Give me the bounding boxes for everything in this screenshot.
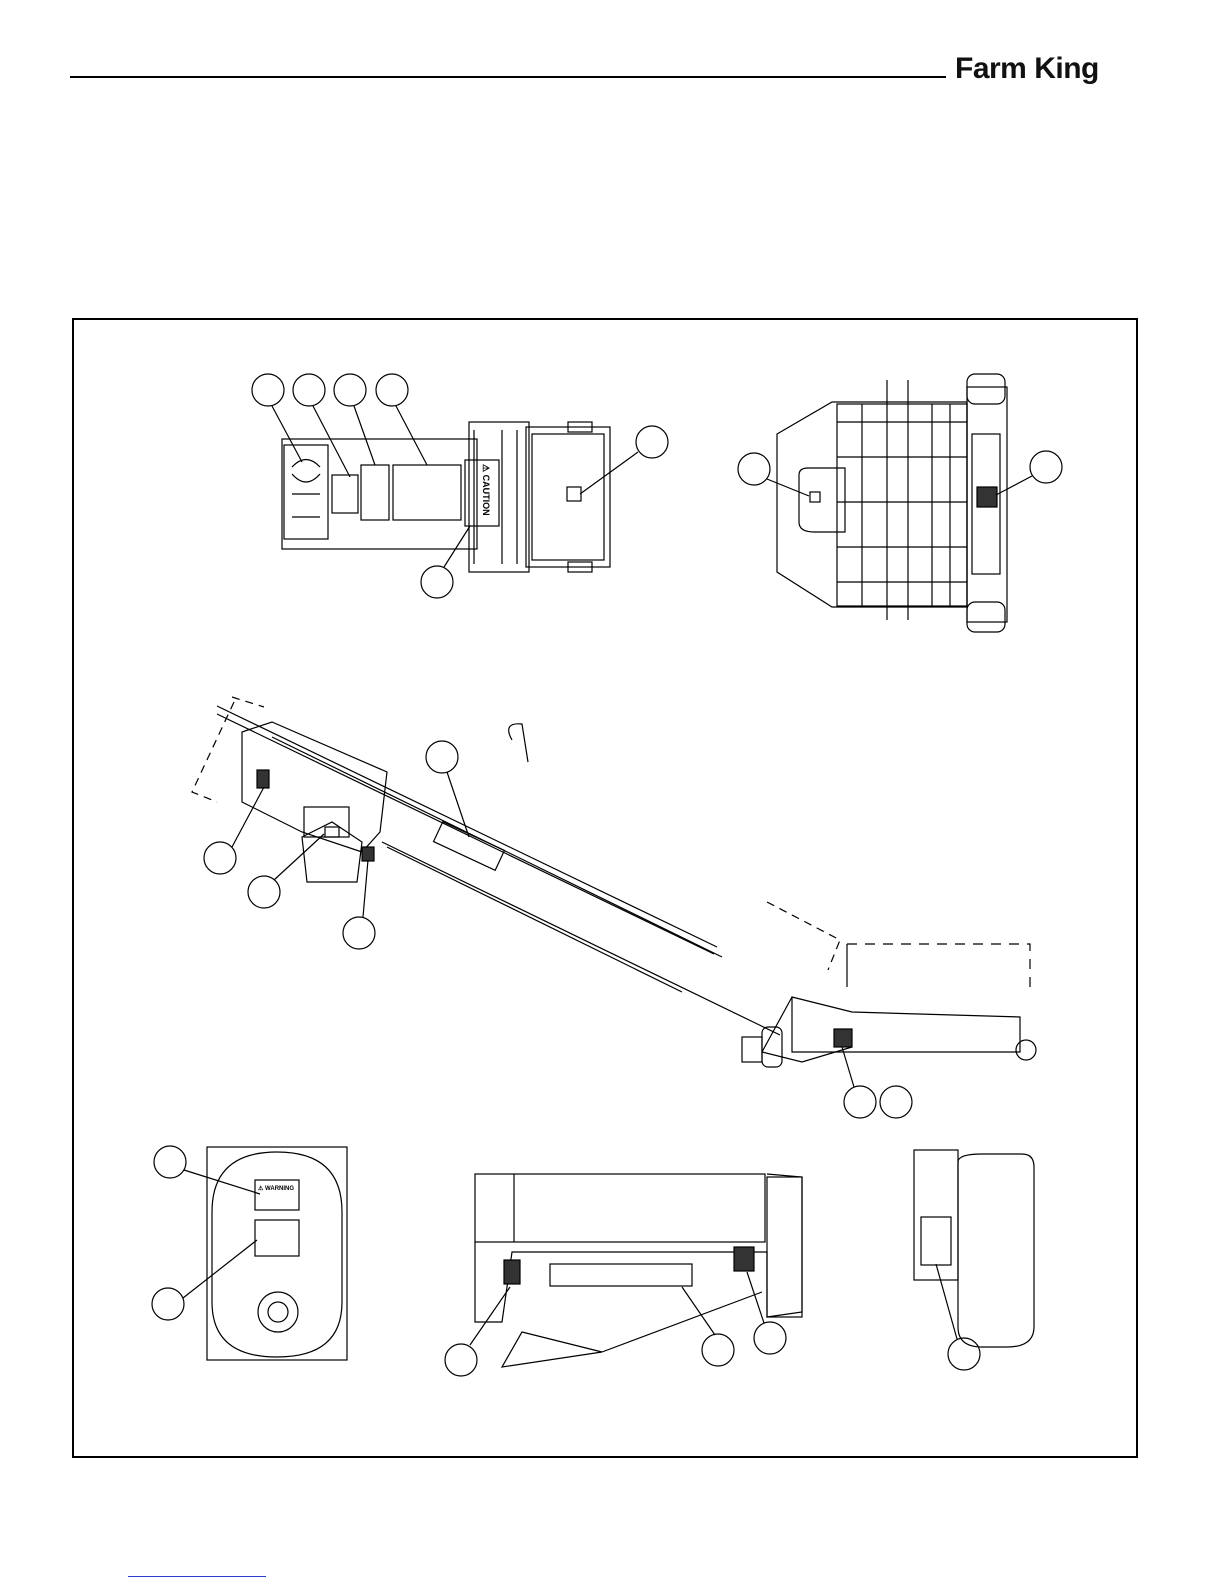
decal-warning-2 bbox=[255, 1220, 299, 1256]
decal-black-1 bbox=[257, 770, 269, 788]
decal-caution-wheel bbox=[921, 1217, 951, 1265]
decal-diagram: ⚠ CAUTION bbox=[74, 320, 1140, 1460]
warning-decal-text: ⚠ WARNING bbox=[258, 1185, 294, 1192]
conveyor-side-view bbox=[192, 697, 1036, 1118]
decal-blank-1 bbox=[332, 475, 358, 513]
decal-blank-2 bbox=[361, 465, 389, 520]
decal-conveyor-long bbox=[434, 822, 505, 871]
decal-head-black-2 bbox=[734, 1247, 754, 1271]
decal-head-black-1 bbox=[504, 1260, 520, 1284]
decal-warning-1 bbox=[255, 1180, 299, 1210]
hopper-grate-view bbox=[738, 374, 1062, 632]
hopper-top-view: ⚠ CAUTION bbox=[252, 374, 668, 598]
brand-logo: Farm King bbox=[955, 52, 1099, 86]
head-section-view bbox=[445, 1174, 802, 1376]
caution-decal-text: ⚠ CAUTION bbox=[481, 464, 491, 516]
belt-guard-view: ⚠ WARNING bbox=[152, 1146, 347, 1360]
wheel-view bbox=[914, 1150, 1034, 1370]
decal-motor-small bbox=[325, 827, 339, 837]
decal-blank-3 bbox=[393, 465, 461, 520]
decal-location-figure: ⚠ CAUTION bbox=[72, 318, 1138, 1458]
guard-panel bbox=[799, 468, 845, 532]
decal-guard-small bbox=[810, 492, 820, 502]
decal-head-long bbox=[550, 1264, 692, 1286]
header-rule bbox=[70, 76, 946, 78]
decal-hopper-black bbox=[834, 1029, 852, 1047]
footer-link-underline bbox=[128, 1576, 266, 1577]
decal-side-block bbox=[977, 487, 997, 507]
decal-black-2 bbox=[362, 847, 374, 861]
decal-small-box bbox=[567, 487, 581, 501]
